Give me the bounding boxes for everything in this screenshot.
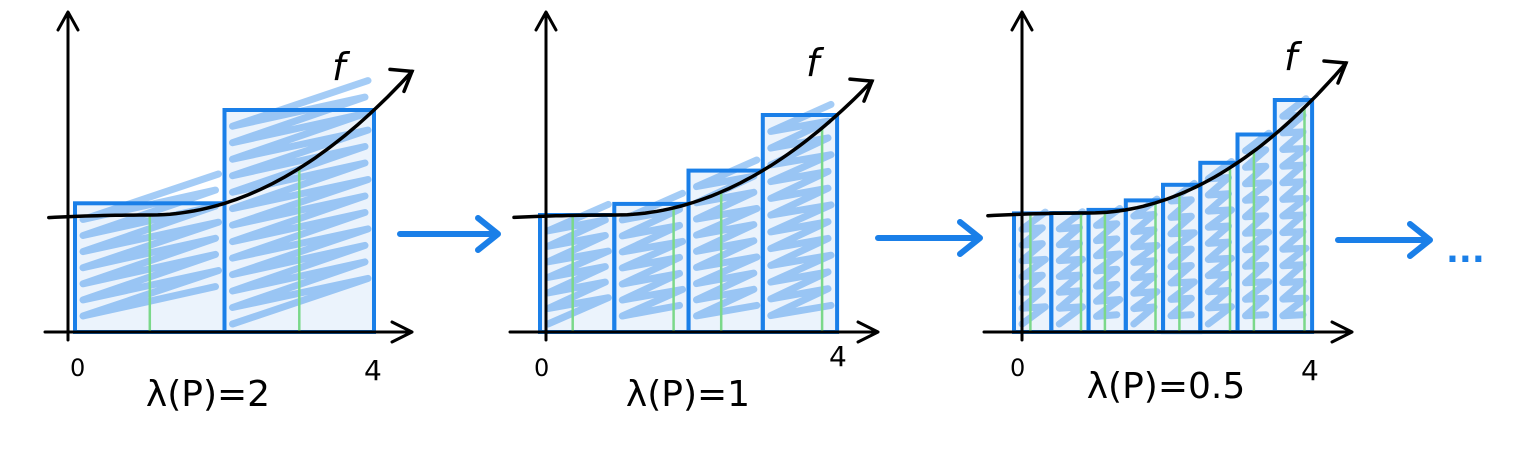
axis-end-label: 4 [1301, 354, 1319, 387]
arrow-2-icon [875, 219, 983, 257]
partition-rectangle [1235, 132, 1277, 334]
axis-end-label: 4 [829, 340, 847, 373]
hatch-fill [1130, 195, 1161, 328]
partition-rectangle [1161, 182, 1203, 335]
hatch-fill [1279, 95, 1310, 320]
function-curve [512, 79, 874, 220]
arrow-3-icon [1335, 221, 1433, 259]
axis-start-label: 0 [70, 354, 85, 382]
function-curve [986, 61, 1348, 218]
partition-rectangle [1012, 211, 1054, 334]
panel-caption: λ(P)=1 [626, 374, 750, 415]
panel-caption: λ(P)=0.5 [1087, 366, 1246, 407]
y-axis [534, 10, 558, 342]
x-axis [43, 320, 414, 344]
partition-rectangle [1123, 198, 1166, 334]
partition-rectangle [1198, 160, 1240, 334]
hatch-fill [544, 200, 612, 328]
panel-caption: λ(P)=2 [146, 374, 270, 415]
hatch-fill [1204, 158, 1235, 328]
panel-mesh-0.5: f 0 4 λ(P)=0.5 [982, 10, 1354, 407]
hatch-fill [1055, 208, 1086, 328]
panel-mesh-2: f 0 4 λ(P)=2 [43, 10, 415, 415]
hatch-fill [1167, 179, 1198, 320]
axis-start-label: 0 [534, 354, 549, 382]
function-label: f [806, 41, 825, 85]
axis-start-label: 0 [1010, 354, 1025, 382]
hatch-fill [1242, 129, 1273, 320]
panel-mesh-1: f 0 4 λ(P)=1 [508, 10, 880, 415]
function-curve [47, 69, 414, 220]
hatch-fill [1093, 205, 1124, 320]
ellipsis: ... [1446, 231, 1485, 271]
partition-rectangle [612, 201, 691, 334]
curve-arrowhead-icon [1322, 59, 1349, 85]
curve-arrowhead-icon [388, 67, 415, 94]
hatch-fill [1018, 208, 1049, 328]
partition-rectangle [538, 213, 617, 334]
function-label: f [332, 45, 351, 89]
x-axis [508, 320, 880, 344]
function-label: f [1284, 35, 1303, 79]
arrow-1-icon [397, 215, 501, 253]
axis-end-label: 4 [364, 354, 382, 387]
y-axis [1010, 10, 1034, 342]
partition-rectangle [1086, 207, 1128, 334]
partition-rectangle [1272, 98, 1315, 334]
partition-rectangle [1049, 211, 1091, 334]
partition-rectangle [686, 168, 765, 334]
curve-arrowhead-icon [848, 77, 875, 103]
x-axis [982, 320, 1354, 344]
y-axis [56, 10, 80, 342]
hatch-fill [618, 189, 686, 320]
hatch-fill [767, 100, 835, 320]
